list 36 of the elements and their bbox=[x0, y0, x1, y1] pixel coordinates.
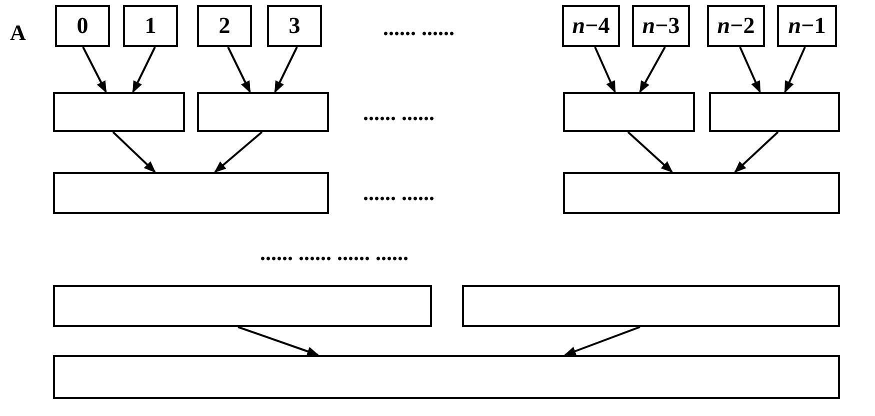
index-box: 2 bbox=[197, 5, 252, 47]
arrow bbox=[594, 46, 616, 94]
empty-box bbox=[53, 92, 185, 132]
arrow bbox=[112, 131, 156, 173]
index-box: 1 bbox=[123, 5, 178, 47]
index-box: n−4 bbox=[562, 5, 620, 47]
empty-box bbox=[197, 92, 329, 132]
panel-label: A bbox=[10, 20, 26, 46]
arrow bbox=[784, 46, 806, 94]
empty-box bbox=[563, 172, 840, 214]
index-box: n−2 bbox=[707, 5, 765, 47]
empty-box bbox=[53, 285, 432, 327]
arrow bbox=[227, 46, 251, 94]
arrow bbox=[639, 46, 666, 94]
arrow bbox=[564, 326, 640, 356]
index-box: 0 bbox=[55, 5, 110, 47]
arrow bbox=[274, 46, 298, 94]
arrow bbox=[627, 131, 673, 173]
ellipsis: ...... ...... bbox=[383, 15, 454, 41]
empty-box bbox=[53, 355, 840, 399]
empty-box bbox=[53, 172, 329, 214]
ellipsis: ...... ...... ...... ...... bbox=[260, 240, 408, 266]
index-box: 3 bbox=[267, 5, 322, 47]
ellipsis: ...... ...... bbox=[363, 180, 434, 206]
ellipsis: ...... ...... bbox=[363, 100, 434, 126]
arrow bbox=[734, 131, 779, 173]
empty-box bbox=[709, 92, 840, 132]
arrow bbox=[132, 46, 156, 94]
empty-box bbox=[462, 285, 840, 327]
index-box: n−1 bbox=[777, 5, 837, 47]
arrow bbox=[82, 46, 107, 94]
arrow bbox=[238, 326, 320, 356]
index-box: n−3 bbox=[632, 5, 690, 47]
arrow bbox=[214, 131, 263, 173]
empty-box bbox=[563, 92, 695, 132]
arrow bbox=[739, 46, 761, 94]
